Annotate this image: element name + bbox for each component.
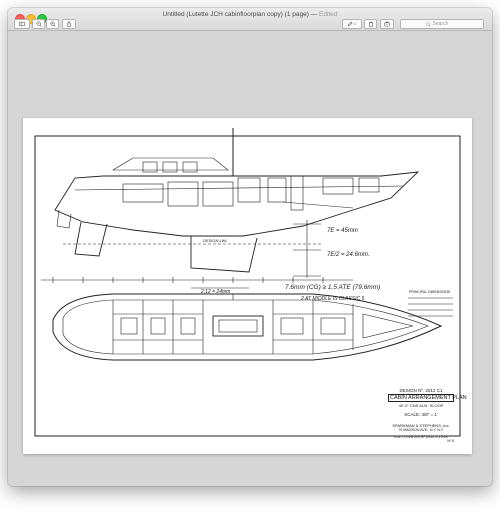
- toolbox-icon: [384, 21, 390, 27]
- annotation-waterline: DESIGN LWL: [203, 238, 228, 243]
- hull-profile: [54, 128, 420, 278]
- cabin-plan-view: [52, 293, 443, 361]
- window-title: Untitled (Lutette JCH cabinfloorplan cop…: [128, 11, 372, 21]
- annotation-note-1: 7.6mm (CG) ≥ 1.5 ATE (79.6mm): [285, 284, 381, 291]
- preview-window: Untitled (Lutette JCH cabinfloorplan cop…: [8, 8, 492, 486]
- search-field[interactable]: [400, 19, 484, 29]
- boat-plan-drawing: [34, 128, 461, 437]
- annotation-dim-2: 7E/2 = 24.6mm.: [327, 252, 370, 258]
- zoom-out-icon: [36, 21, 42, 27]
- document-name: Untitled (Lutette JCH cabinfloorplan cop…: [162, 11, 309, 18]
- firm-address: 79 MADISON AVE., N.Y. N.Y.: [398, 428, 444, 432]
- toolbox-button[interactable]: [380, 19, 394, 29]
- drawing-reference: 6-6-77 m/w 2m Nº 2012 C1 INS: [394, 435, 448, 439]
- zoom-out-button[interactable]: [32, 19, 45, 29]
- sidebar-icon: [19, 21, 25, 27]
- station-ruler: [41, 277, 353, 289]
- search-icon: [425, 21, 431, 27]
- vessel-description: 40'-0" CNS AUX. SLOOP: [398, 403, 444, 408]
- annotation-dim-3: 2.12 = 24mm: [201, 289, 231, 295]
- rotate-button[interactable]: [364, 19, 377, 29]
- title-bar[interactable]: Untitled (Lutette JCH cabinfloorplan cop…: [8, 8, 492, 31]
- title-block: DESIGN Nº. 2012 C1 CABIN ARRANGEMENT PLA…: [388, 388, 467, 443]
- share-button[interactable]: [62, 19, 76, 29]
- chevron-down-icon: [353, 23, 357, 25]
- edited-status: Edited: [319, 11, 338, 18]
- title-separator: —: [308, 11, 319, 18]
- scale-label: SCALE: 3/8" = 1': [404, 412, 438, 417]
- document-page: 7E = 45mm 7E/2 = 24.6mm. 2.12 = 24mm DES…: [23, 118, 472, 454]
- markup-button[interactable]: [342, 19, 362, 29]
- sidebar-button[interactable]: [14, 19, 30, 29]
- annotation-dim-1: 7E = 45mm: [327, 228, 358, 234]
- plan-name: CABIN ARRANGEMENT PLAN: [388, 394, 467, 402]
- firm-name: SPARKMAN & STEPHENS, Inc.: [392, 423, 450, 428]
- zoom-in-icon: [50, 21, 56, 27]
- drawing-border: [34, 135, 461, 437]
- share-icon: [66, 21, 72, 27]
- search-input[interactable]: [432, 21, 459, 27]
- rotate-icon: [368, 21, 373, 27]
- document-viewport[interactable]: 7E = 45mm 7E/2 = 24.6mm. 2.12 = 24mm DES…: [8, 31, 492, 486]
- annotation-note-2: 2 AT MIDDLE IS CLASSIC 5: [301, 296, 365, 302]
- zoom-in-button[interactable]: [46, 19, 59, 29]
- sheet-number: Nº 8: [447, 439, 454, 443]
- dimensions-table: [408, 297, 453, 317]
- dimensions-table-title: PRINCIPAL DIMENSIONS: [409, 290, 451, 294]
- design-number: DESIGN Nº. 2012 C1: [399, 388, 443, 393]
- markup-pen-icon: [347, 21, 353, 27]
